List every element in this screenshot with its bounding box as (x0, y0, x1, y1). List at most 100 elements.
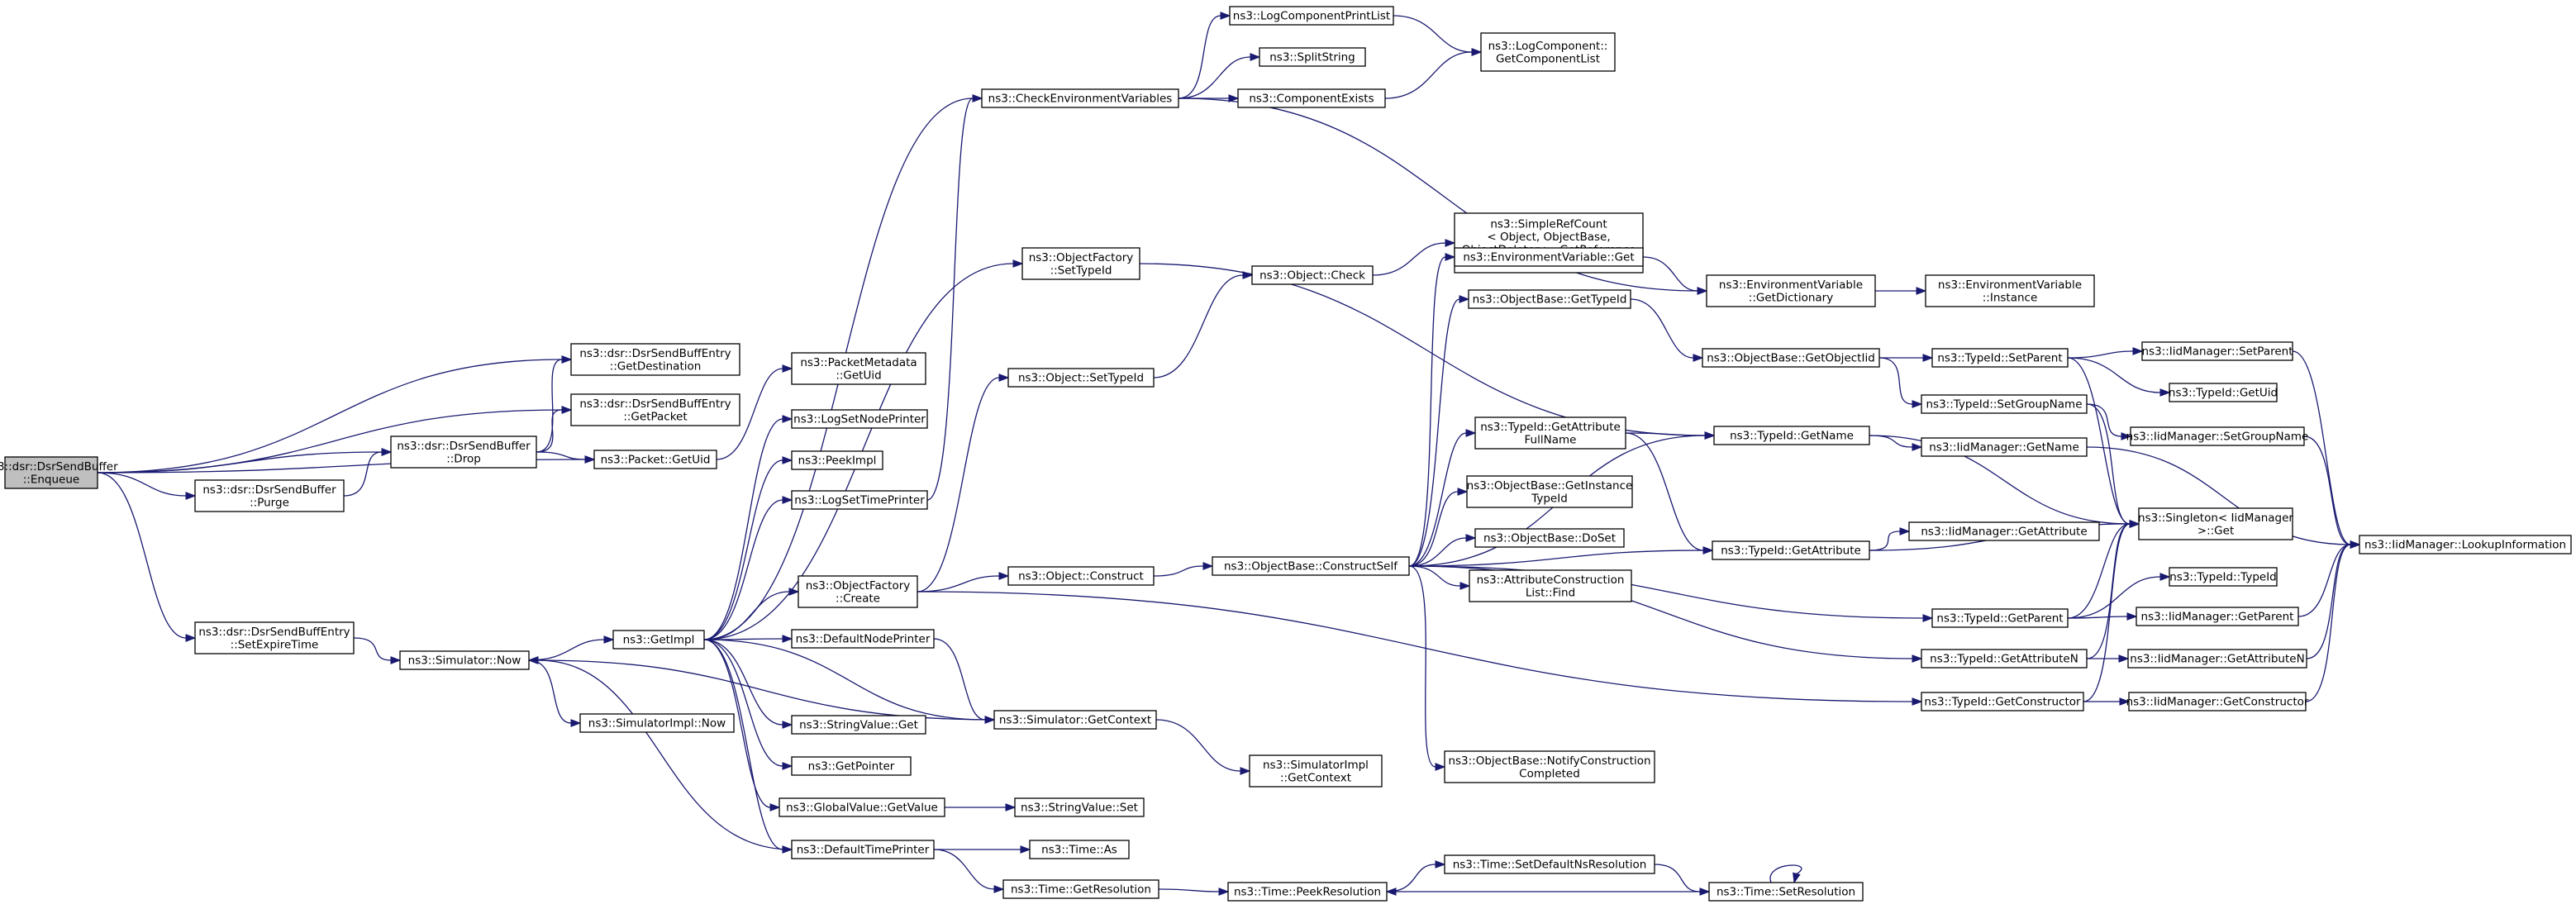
edge-simgetcontext-to-simimplgetcontext (1155, 719, 1251, 775)
node-box (798, 575, 918, 608)
edge-arrowhead (782, 456, 793, 464)
node-ofsettypeid[interactable]: ns3::ObjectFactory::SetTypeId (1021, 247, 1140, 280)
node-iidmgetname[interactable]: ns3::IidManager::GetName (1921, 437, 2088, 457)
edge-line (528, 639, 605, 661)
node-timepeekresolution[interactable]: ns3::Time::PeekResolution (1227, 882, 1388, 902)
node-iidmsetparent[interactable]: ns3::IidManager::SetParent (2141, 341, 2293, 361)
node-tidgetattribute[interactable]: ns3::TypeId::GetAttribute (1712, 540, 1870, 560)
node-iidmgetparent[interactable]: ns3::IidManager::GetParent (2136, 607, 2299, 626)
node-objcheck[interactable]: ns3::Object::Check (1251, 265, 1374, 285)
node-box (1921, 437, 2088, 457)
node-simnow[interactable]: ns3::Simulator::Now (399, 650, 530, 670)
node-iidmgetattribute[interactable]: ns3::IidManager::GetAttribute (1908, 521, 2100, 541)
node-obdoset[interactable]: ns3::ObjectBase::DoSet (1474, 528, 1625, 548)
node-timeas[interactable]: ns3::Time::As (1029, 840, 1130, 859)
edge-line (2086, 403, 2122, 437)
node-timegetresolution[interactable]: ns3::Time::GetResolution (1002, 879, 1159, 899)
node-constructself[interactable]: ns3::ObjectBase::ConstructSelf (1212, 556, 1410, 576)
node-logsettimeprinter[interactable]: ns3::LogSetTimePrinter (791, 490, 928, 510)
node-tidgetname[interactable]: ns3::TypeId::GetName (1713, 426, 1870, 445)
node-defaulttimeprinter[interactable]: ns3::DefaultTimePrinter (791, 840, 935, 859)
node-label: ns3::Simulator::Now (408, 654, 521, 668)
edge-timesetresolution-to-timesetresolution (1769, 864, 1802, 884)
node-label: ns3::IidManager::GetAttributeN (2130, 653, 2304, 666)
node-getuid[interactable]: ns3::Packet::GetUid (593, 450, 717, 469)
node-enqueue[interactable]: ns3::dsr::DsrSendBuffer::Enqueue (0, 456, 118, 489)
edge-arrowhead (972, 94, 983, 102)
edge-line (703, 459, 783, 640)
node-timesetresolution[interactable]: ns3::Time::SetResolution (1708, 882, 1864, 902)
node-box (2138, 507, 2293, 540)
node-tidtypeid[interactable]: ns3::TypeId::TypeId (2169, 567, 2278, 587)
edge-arrowhead (1912, 443, 1923, 451)
edge-arrowhead (1005, 803, 1017, 811)
node-tidgetparent[interactable]: ns3::TypeId::GetParent (1931, 608, 2069, 628)
node-splitstring[interactable]: ns3::SplitString (1259, 47, 1366, 67)
node-simimplgetcontext[interactable]: ns3::SimulatorImpl::GetContext (1249, 754, 1383, 788)
node-tidgetconstructor[interactable]: ns3::TypeId::GetConstructor (1921, 692, 2084, 711)
node-pmgetuid[interactable]: ns3::PacketMetadata::GetUid (791, 352, 926, 385)
node-envvarget[interactable]: ns3::EnvironmentVariable::Get (1454, 247, 1644, 267)
node-stringvalueset[interactable]: ns3::StringValue::Set (1014, 797, 1145, 817)
edge-obgettypeid-to-obgetobjectiid (1630, 298, 1704, 362)
node-stringvalueget[interactable]: ns3::StringValue::Get (791, 715, 926, 735)
node-drop[interactable]: ns3::dsr::DsrSendBuffer::Drop (390, 435, 537, 469)
node-objsettypeid[interactable]: ns3::Object::SetTypeId (1007, 368, 1155, 388)
node-obgettypeid[interactable]: ns3::ObjectBase::GetTypeId (1468, 289, 1631, 309)
edge-line (1178, 15, 1221, 99)
edge-timesetresolution-to-timepeekresolution (1385, 888, 1709, 896)
edge-arrowhead (1465, 429, 1477, 437)
node-purge[interactable]: ns3::dsr::DsrSendBuffer::Purge (194, 479, 345, 512)
node-label: < Object, ObjectBase, (1487, 231, 1610, 244)
node-defaultnodeprinter[interactable]: ns3::DefaultNodePrinter (791, 629, 935, 649)
node-globalvaluegetvalue[interactable]: ns3::GlobalValue::GetValue (779, 797, 945, 817)
edge-enqueue-to-setexpiretime (97, 472, 197, 642)
node-box (612, 630, 705, 650)
node-tidsetgroupname[interactable]: ns3::TypeId::SetGroupName (1921, 394, 2088, 414)
node-setexpiretime[interactable]: ns3::dsr::DsrSendBuffEntry::SetExpireTim… (194, 621, 355, 654)
node-objconstruct[interactable]: ns3::Object::Construct (1007, 566, 1155, 586)
edge-line (1630, 298, 1694, 359)
node-iidmsetgroupname[interactable]: ns3::IidManager::SetGroupName (2126, 426, 2309, 446)
node-obgetobjectiid[interactable]: ns3::ObjectBase::GetObjectIid (1702, 348, 1880, 368)
node-getpointer[interactable]: ns3::GetPointer (791, 756, 912, 776)
node-tidgetuid[interactable]: ns3::TypeId::GetUid (2169, 383, 2278, 402)
node-timesetdefaultnsresolution[interactable]: ns3::Time::SetDefaultNsResolution (1444, 854, 1655, 874)
node-envvarinstance[interactable]: ns3::EnvironmentVariable::Instance (1925, 274, 2095, 307)
edge-constructself-to-tidgetattribute (1408, 546, 1714, 567)
node-logcompprintlist[interactable]: ns3::LogComponentPrintList (1229, 6, 1394, 26)
node-getimpl[interactable]: ns3::GetImpl (612, 630, 705, 650)
node-logsetnodeprinter[interactable]: ns3::LogSetNodePrinter (791, 409, 928, 429)
node-iidmgetattributen[interactable]: ns3::IidManager::GetAttributeN (2127, 649, 2307, 669)
edge-ofcreate-to-objconstruct (917, 572, 1010, 593)
node-tidgetattributen[interactable]: ns3::TypeId::GetAttributeN (1921, 649, 2088, 669)
node-componentexists[interactable]: ns3::ComponentExists (1237, 88, 1386, 108)
node-peekimpl[interactable]: ns3::PeekImpl (791, 450, 883, 470)
node-getdestination[interactable]: ns3::dsr::DsrSendBuffEntry::GetDestinati… (570, 343, 740, 376)
node-simgetcontext[interactable]: ns3::Simulator::GetContext (993, 710, 1157, 730)
node-label: List::Find (1526, 586, 1575, 599)
node-singletonget[interactable]: ns3::Singleton< IidManager>::Get (2138, 507, 2293, 540)
node-label: ns3::Time::PeekResolution (1234, 886, 1381, 899)
edge-arrowhead (1922, 614, 1934, 622)
node-envvargetdictionary[interactable]: ns3::EnvironmentVariable::GetDictionary (1706, 274, 1876, 307)
node-box (1014, 797, 1145, 817)
node-label: ns3::LogComponent:: (1488, 40, 1608, 53)
node-obnotifyconstructioncompleted[interactable]: ns3::ObjectBase::NotifyConstructionCompl… (1444, 750, 1655, 783)
node-getcomponentlist[interactable]: ns3::LogComponent::GetComponentList (1480, 32, 1616, 72)
node-box (4, 456, 98, 489)
node-ofcreate[interactable]: ns3::ObjectFactory::Create (798, 575, 918, 608)
node-iidmlookupinformation[interactable]: ns3::IidManager::LookupInformation (2359, 535, 2572, 554)
edge-arrowhead (2126, 612, 2138, 621)
node-label: ns3::dsr::DsrSendBuffEntry (579, 397, 731, 411)
node-tidsetparent[interactable]: ns3::TypeId::SetParent (1931, 348, 2069, 368)
node-simimplnow[interactable]: ns3::SimulatorImpl::Now (579, 713, 735, 733)
node-label: ns3::Time::GetResolution (1011, 883, 1151, 897)
node-getpacket[interactable]: ns3::dsr::DsrSendBuffEntry::GetPacket (570, 393, 740, 426)
node-iidmgetconstructor[interactable]: ns3::IidManager::GetConstructor (2126, 692, 2309, 711)
node-box (1706, 274, 1876, 307)
node-checkenv[interactable]: ns3::CheckEnvironmentVariables (981, 88, 1179, 108)
